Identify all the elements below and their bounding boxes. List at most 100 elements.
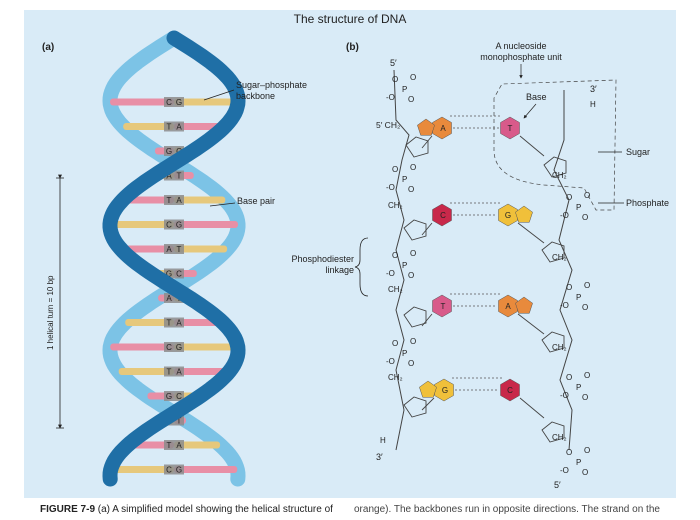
backbone-callout-line — [203, 89, 235, 101]
nucleoside-label-line2: monophosphate unit — [480, 52, 562, 62]
glycosidic-bond-left — [421, 397, 435, 411]
base-letter-left: C — [166, 343, 172, 352]
glycosidic-bond-left — [421, 222, 433, 236]
phosphate-atom: O — [392, 165, 398, 174]
phosphate-callout-label: Phosphate — [626, 198, 669, 208]
phosphate-atom: -O — [560, 466, 569, 475]
panel-b-label: (b) — [346, 42, 359, 53]
base-pair-center — [164, 170, 184, 181]
phosphate-atom: O — [584, 191, 590, 200]
left-ch2-1: CH₂ — [388, 201, 403, 210]
base-pair-center — [164, 342, 184, 352]
left-base-ring — [432, 294, 452, 318]
base-letter-right: A — [176, 123, 182, 132]
phosphate-atom: O — [566, 448, 572, 457]
base-pair-center — [164, 146, 184, 156]
helical-turn-bracket: 1 helical turn = 10 bp — [46, 174, 64, 429]
base-letter-left: G — [166, 392, 172, 401]
left-base-letter: G — [442, 386, 448, 395]
phosphate-atom: P — [402, 175, 407, 184]
base-left-bar — [120, 245, 174, 253]
base-letter-right: T — [177, 245, 182, 254]
phosphate-atom: P — [576, 383, 581, 392]
right-base-letter: G — [505, 211, 511, 220]
phosphate-atom: O — [582, 393, 588, 402]
phosphate-atom: O — [410, 163, 416, 172]
base-letter-right: G — [176, 221, 182, 230]
backbone-label-line2: backbone — [236, 91, 275, 101]
base-letter-left: G — [166, 270, 172, 279]
phosphodiester-label-line2: linkage — [325, 265, 354, 275]
phosphate-atom: O — [408, 185, 414, 194]
phosphate-atom: O — [410, 337, 416, 346]
right-base-ring — [500, 116, 520, 140]
base-pair-center — [164, 195, 184, 205]
base-left-bar — [118, 368, 174, 375]
phosphate-atom: O — [584, 446, 590, 455]
phosphodiester-label-line1: Phosphodiester — [291, 254, 354, 264]
backbone-label-line1: Sugar–phosphate — [236, 80, 307, 90]
base-letter-left: G — [166, 147, 172, 156]
right-base-letter: C — [507, 386, 513, 395]
left-base-ring — [434, 378, 454, 402]
phosphate-atom: O — [566, 193, 572, 202]
base-left-bar — [125, 319, 174, 326]
left-strand-3prime: 3′ — [376, 452, 383, 462]
caption-figure-number: FIGURE 7-9 — [40, 504, 96, 515]
left-strand-5prime: 5′ — [390, 58, 397, 68]
phosphate-atom: P — [576, 293, 581, 302]
phosphate-atom: P — [402, 85, 407, 94]
phosphate-atom: O — [566, 373, 572, 382]
base-left-bar — [123, 123, 174, 130]
left-sugar-1 — [403, 219, 427, 241]
base-pair-label: Base pair — [237, 196, 275, 206]
right-base-ring — [498, 203, 518, 227]
helix-front-ribbon — [102, 30, 246, 487]
base-letter-left: T — [167, 196, 172, 205]
phosphate-atom: O — [408, 271, 414, 280]
phosphate-atom: O — [392, 251, 398, 260]
right-base-letter: T — [508, 124, 513, 133]
base-right-bar — [174, 245, 228, 253]
left-base-letter: T — [441, 302, 446, 311]
caption-right: orange). The backbones run in opposite d… — [354, 504, 660, 515]
phosphate-atom: P — [576, 458, 581, 467]
base-letter-right: A — [176, 441, 182, 450]
left-base-ring — [432, 203, 452, 227]
right-base-ring — [498, 294, 518, 318]
phosphate-atom: O — [410, 73, 416, 82]
base-left-bar — [110, 98, 174, 106]
right-sugar-0 — [543, 156, 567, 178]
phosphate-atom: -O — [386, 183, 395, 192]
right-sugar-2 — [541, 331, 565, 353]
right-ch2-4: CH₂ — [552, 433, 567, 442]
sugar-callout-label: Sugar — [626, 147, 650, 157]
base-letter-left: A — [166, 245, 172, 254]
base-left-bar — [110, 466, 174, 473]
left-base-letter: A — [440, 124, 446, 133]
left-base-ring — [432, 116, 452, 140]
left-ch2-3: CH₂ — [388, 373, 403, 382]
left-ch2-2: CH₂ — [388, 285, 403, 294]
right-sugar-3 — [541, 421, 565, 443]
phosphate-atom: -O — [386, 269, 395, 278]
left-5prime-ch2: 5′ CH₂ — [376, 120, 400, 130]
base-letter-right: T — [177, 172, 182, 181]
base-pair-center — [164, 464, 184, 475]
base-letter-left: T — [167, 368, 172, 377]
base-letter-right: A — [176, 319, 182, 328]
